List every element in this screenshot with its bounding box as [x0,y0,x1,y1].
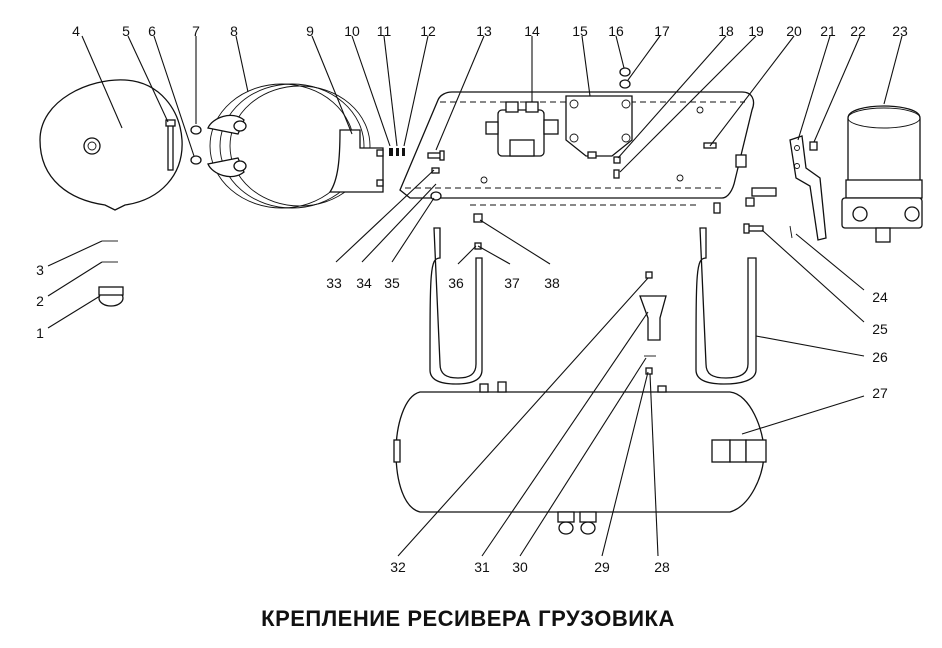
callout-30: 30 [512,559,528,575]
callout-16: 16 [608,23,624,39]
callout-25: 25 [872,321,888,337]
leader-lines [47,35,903,557]
callout-labels: 4 5 6 7 8 9 10 11 12 13 14 15 16 17 18 1… [36,23,908,575]
part-15-plate [565,95,633,159]
callout-21: 21 [820,23,836,39]
callout-32: 32 [390,559,406,575]
callout-2: 2 [36,293,44,309]
callout-9: 9 [306,23,314,39]
callout-24: 24 [872,289,888,305]
callout-10: 10 [344,23,360,39]
part-13-bolt [427,150,445,161]
callout-12: 12 [420,23,436,39]
callout-13: 13 [476,23,492,39]
callout-29: 29 [594,559,610,575]
callout-17: 17 [654,23,670,39]
callout-6: 6 [148,23,156,39]
callout-14: 14 [524,23,540,39]
callout-23: 23 [892,23,908,39]
callout-8: 8 [230,23,238,39]
callout-15: 15 [572,23,588,39]
diagram-title: КРЕПЛЕНИЕ РЕСИВЕРА ГРУЗОВИКА [261,606,675,631]
callout-38: 38 [544,275,560,291]
left-strap [429,227,483,385]
part-5-bolt [165,119,176,171]
callout-26: 26 [872,349,888,365]
part-21-bracket [789,135,827,241]
parts-1-3-clamp [98,240,124,307]
callout-35: 35 [384,275,400,291]
parts-36-38 [473,213,483,250]
callout-37: 37 [504,275,520,291]
part-9-bracket [328,129,384,193]
part-14-valve [485,101,559,157]
part-26-right-strap [695,227,757,385]
part-4-end-cap [39,79,183,211]
callout-3: 3 [36,262,44,278]
part-24-washer [789,225,793,239]
callout-33: 33 [326,275,342,291]
frame-fittings [713,154,777,214]
parts-18-19 [613,156,621,179]
callout-31: 31 [474,559,490,575]
part-27-receiver-tank [393,381,767,535]
part-23-cylinder [841,105,923,243]
parts-28-32-support [639,271,667,375]
callout-5: 5 [122,23,130,39]
callout-36: 36 [448,275,464,291]
callout-18: 18 [718,23,734,39]
callout-22: 22 [850,23,866,39]
callout-1: 1 [36,325,44,341]
parts-10-12-fasteners [389,148,405,156]
callout-28: 28 [654,559,670,575]
callout-20: 20 [786,23,802,39]
part-25-bolt [743,223,764,234]
parts-33-35 [430,167,442,201]
parts-16-17-nuts [619,67,631,89]
callout-4: 4 [72,23,80,39]
callout-7: 7 [192,23,200,39]
callout-11: 11 [377,23,392,39]
callout-27: 27 [872,385,888,401]
part-22-nut [809,141,818,151]
part-7-nuts [190,125,202,165]
callout-19: 19 [748,23,764,39]
part-8-clamp-bands [207,83,371,209]
callout-34: 34 [356,275,372,291]
